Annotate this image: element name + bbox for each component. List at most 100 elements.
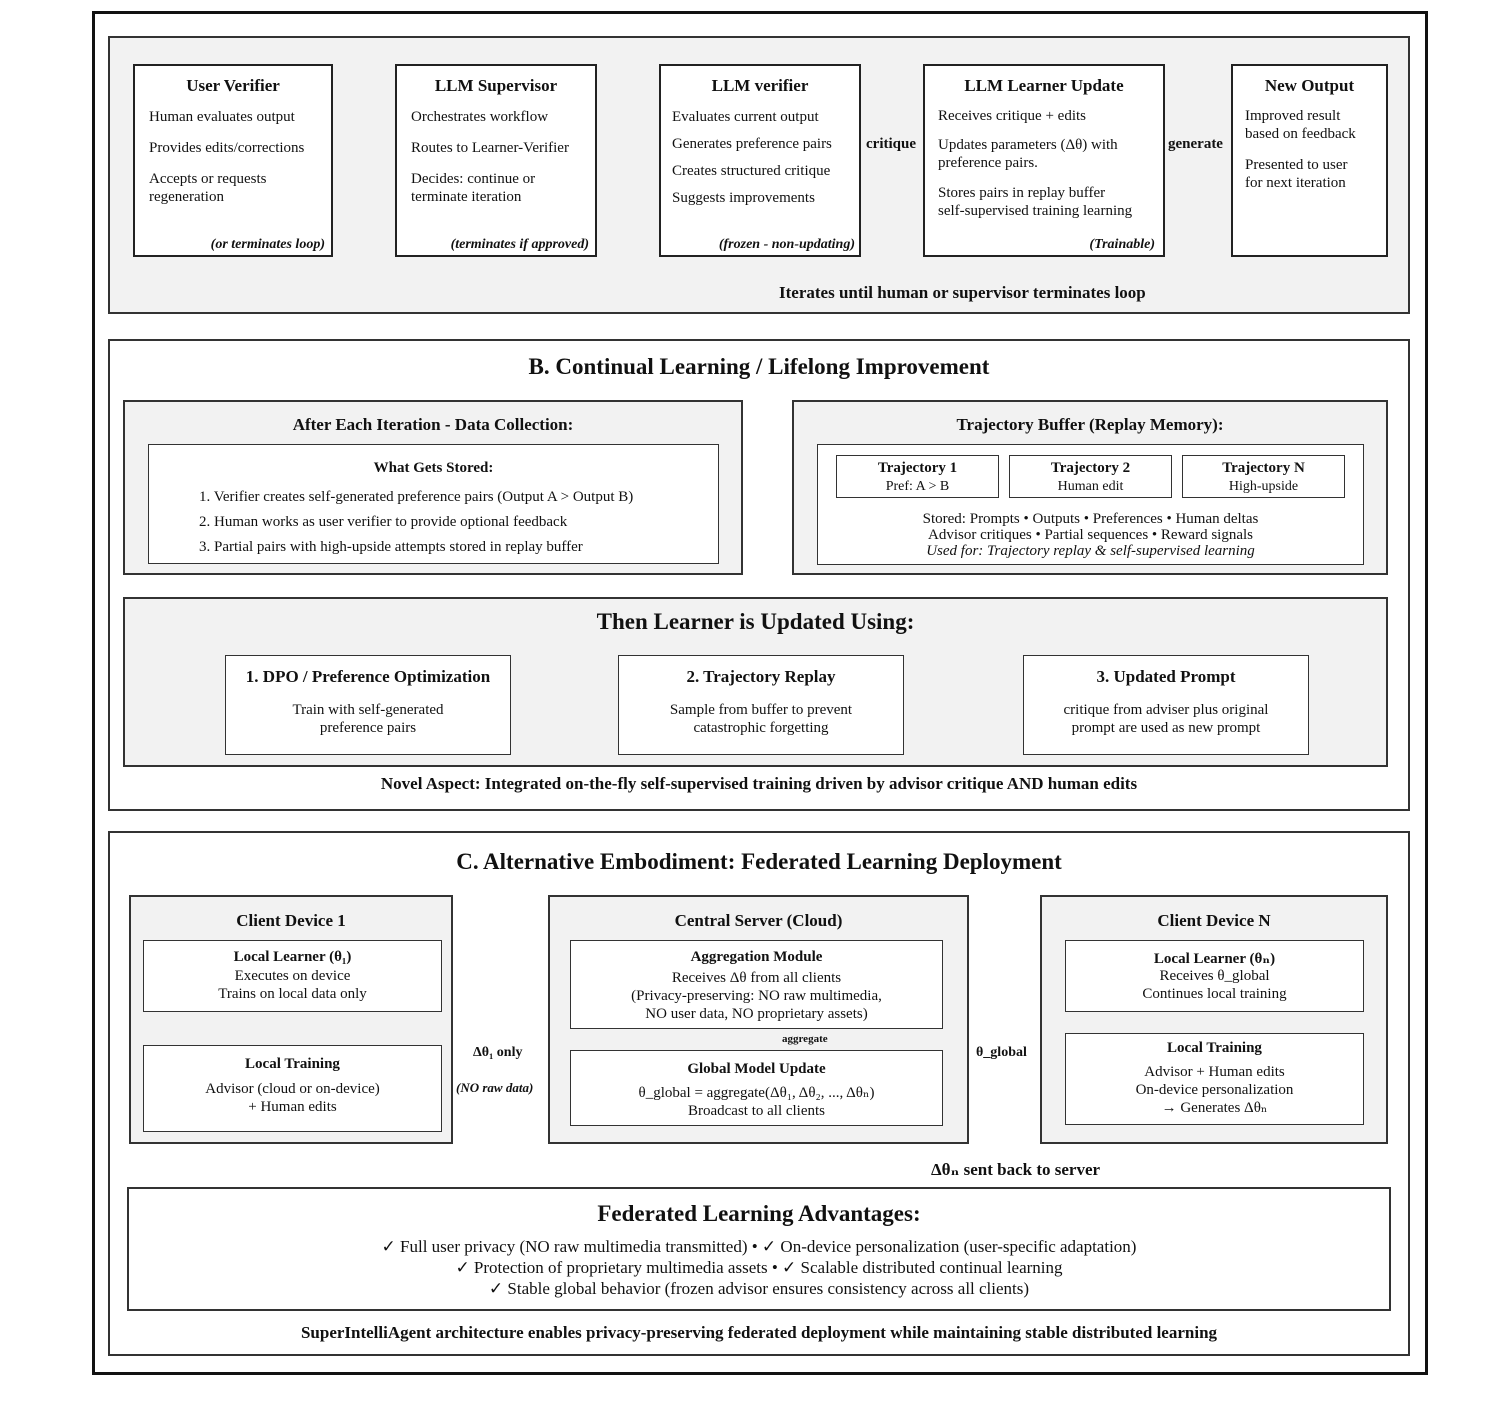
edge-label-generate: generate	[1168, 136, 1223, 152]
box-line: Evaluates current output	[672, 109, 819, 125]
trajectory-name: Trajectory N	[1222, 460, 1305, 476]
local-training-box: Local Training Advisor + Human edits On-…	[1065, 1033, 1364, 1125]
global-update-title: Global Model Update	[687, 1061, 826, 1077]
aggregation-lines: Receives Δθ from all clients (Privacy-pr…	[631, 970, 882, 1022]
box-line: Updates parameters (Δθ) with preference …	[938, 137, 1118, 171]
local-learner-box: Local Learner (θₙ) Receives θ_global Con…	[1065, 940, 1364, 1012]
new-output-box: New Output Improved result based on feed…	[1231, 64, 1388, 257]
box-line: Presented to user for next iteration	[1245, 157, 1348, 191]
footer-caption: SuperIntelliAgent architecture enables p…	[300, 1323, 1218, 1342]
central-server-panel: Central Server (Cloud) Aggregation Modul…	[548, 895, 969, 1144]
edge-label-theta-global: θ_global	[976, 1045, 1027, 1060]
box-note: (frozen - non-updating)	[718, 237, 855, 252]
edge-label-no-raw-data: (NO raw data)	[456, 1080, 534, 1095]
global-update-lines: θ_global = aggregate(Δθ₁, Δθ₂, ..., Δθₙ)…	[638, 1085, 875, 1119]
advantage-line: ✓ Protection of proprietary multimedia a…	[455, 1258, 1063, 1277]
aggregation-module-box: Aggregation Module Receives Δθ from all …	[570, 940, 943, 1029]
data-collection-panel: After Each Iteration - Data Collection: …	[123, 400, 743, 575]
client-title: Client Device N	[1157, 911, 1271, 930]
loop-caption: Iterates until human or supervisor termi…	[779, 283, 1146, 302]
box-line: Receives critique + edits	[938, 108, 1086, 124]
box-title: LLM Learner Update	[964, 76, 1124, 95]
user-verifier-box: User Verifier Human evaluates output Pro…	[133, 64, 333, 257]
trajectory-desc: Pref: A > B	[885, 479, 950, 494]
client-device-n-panel: Client Device N Local Learner (θₙ) Recei…	[1040, 895, 1388, 1144]
box-line: Generates preference pairs	[672, 136, 832, 152]
method-desc: Sample from buffer to prevent catastroph…	[669, 702, 853, 736]
method-replay-box: 2. Trajectory Replay Sample from buffer …	[618, 655, 904, 755]
trajectory-card: Trajectory N High-upside	[1182, 455, 1345, 498]
method-title: 1. DPO / Preference Optimization	[245, 667, 491, 686]
local-learner-lines: Executes on device Trains on local data …	[218, 968, 367, 1002]
local-training-box: Local Training Advisor (cloud or on-devi…	[143, 1045, 442, 1132]
global-model-update-box: Global Model Update θ_global = aggregate…	[570, 1050, 943, 1126]
trajectory-name: Trajectory 1	[877, 460, 958, 476]
buffer-stored-line: Stored: Prompts • Outputs • Preferences …	[922, 511, 1259, 527]
trajectory-desc: Human edit	[1057, 479, 1124, 494]
method-dpo-box: 1. DPO / Preference Optimization Train w…	[225, 655, 511, 755]
client-title: Client Device 1	[236, 911, 346, 930]
buffer-used-for: Used for: Trajectory replay & self-super…	[926, 543, 1255, 559]
local-training-title: Local Training	[245, 1056, 340, 1072]
box-line: Suggests improvements	[672, 190, 815, 206]
aggregation-title: Aggregation Module	[690, 949, 823, 965]
box-line: Routes to Learner-Verifier	[411, 140, 569, 156]
advantages-panel: Federated Learning Advantages: ✓ Full us…	[127, 1187, 1391, 1311]
novel-aspect: Novel Aspect: Integrated on-the-fly self…	[380, 774, 1138, 793]
diagram-frame	[92, 11, 1428, 1375]
trajectory-name: Trajectory 2	[1050, 460, 1131, 476]
section-c-title: C. Alternative Embodiment: Federated Lea…	[456, 849, 1062, 874]
box-line: Orchestrates workflow	[411, 109, 549, 125]
advantages-title: Federated Learning Advantages:	[597, 1201, 921, 1226]
box-line: Creates structured critique	[672, 163, 831, 179]
box-line: Human evaluates output	[149, 109, 295, 125]
llm-supervisor-box: LLM Supervisor Orchestrates workflow Rou…	[395, 64, 597, 257]
trajectory-buffer-title: Trajectory Buffer (Replay Memory):	[956, 415, 1224, 434]
box-line: Stores pairs in replay buffer self-super…	[938, 185, 1133, 219]
trajectory-card: Trajectory 1 Pref: A > B	[836, 455, 999, 498]
method-desc: Train with self-generated preference pai…	[292, 702, 444, 736]
edge-label-critique: critique	[866, 136, 916, 152]
local-learner-box: Local Learner (θ₁) Executes on device Tr…	[143, 940, 442, 1012]
edge-label-delta-theta-1: Δθ₁ only	[473, 1045, 523, 1060]
box-line: Provides edits/corrections	[149, 140, 305, 156]
what-gets-stored-box: What Gets Stored: 1. Verifier creates se…	[148, 444, 719, 564]
local-learner-title: Local Learner (θₙ)	[1153, 951, 1276, 967]
method-desc: critique from adviser plus original prom…	[1063, 702, 1269, 736]
trajectory-desc: High-upside	[1228, 479, 1299, 494]
local-learner-lines: Receives θ_global Continues local traini…	[1142, 968, 1287, 1002]
box-note: (terminates if approved)	[450, 237, 589, 252]
trajectory-buffer-box: Trajectory 1 Pref: A > B Trajectory 2 Hu…	[817, 444, 1364, 565]
llm-verifier-box: LLM verifier Evaluates current output Ge…	[659, 64, 861, 257]
aggregate-label: aggregate	[782, 1033, 828, 1045]
box-title: LLM Supervisor	[434, 76, 558, 95]
method-title: 2. Trajectory Replay	[686, 667, 836, 686]
box-line: Decides: continue or terminate iteration	[411, 171, 536, 205]
box-note: (Trainable)	[1089, 237, 1155, 252]
advantage-line: ✓ Stable global behavior (frozen advisor…	[488, 1279, 1030, 1298]
method-title: 3. Updated Prompt	[1096, 667, 1236, 686]
method-prompt-box: 3. Updated Prompt critique from adviser …	[1023, 655, 1309, 755]
what-gets-stored-title: What Gets Stored:	[373, 460, 494, 476]
box-title: User Verifier	[186, 76, 280, 95]
box-line: Accepts or requests regeneration	[149, 171, 267, 205]
stored-item: 3. Partial pairs with high-upside attemp…	[199, 539, 583, 555]
trajectory-card: Trajectory 2 Human edit	[1009, 455, 1172, 498]
trajectory-buffer-panel: Trajectory Buffer (Replay Memory): Traje…	[792, 400, 1388, 575]
box-title: New Output	[1264, 76, 1355, 95]
local-learner-title: Local Learner (θ₁)	[233, 949, 352, 965]
llm-learner-box: LLM Learner Update Receives critique + e…	[923, 64, 1165, 257]
server-title: Central Server (Cloud)	[674, 911, 843, 930]
box-title: LLM verifier	[711, 76, 809, 95]
local-training-lines: Advisor + Human edits On-device personal…	[1135, 1064, 1294, 1116]
learner-updated-title: Then Learner is Updated Using:	[596, 609, 915, 634]
learner-updated-panel: Then Learner is Updated Using: 1. DPO / …	[123, 597, 1388, 767]
section-b-title: B. Continual Learning / Lifelong Improve…	[528, 354, 990, 379]
stored-item: 2. Human works as user verifier to provi…	[199, 514, 568, 530]
stored-item: 1. Verifier creates self-generated prefe…	[199, 489, 634, 505]
buffer-stored-line: Advisor critiques • Partial sequences • …	[927, 527, 1253, 543]
sent-back-label: Δθₙ sent back to server	[931, 1160, 1101, 1179]
advantage-line: ✓ Full user privacy (NO raw multimedia t…	[381, 1237, 1137, 1256]
box-line: Improved result based on feedback	[1245, 108, 1356, 142]
data-collection-title: After Each Iteration - Data Collection:	[292, 415, 574, 434]
